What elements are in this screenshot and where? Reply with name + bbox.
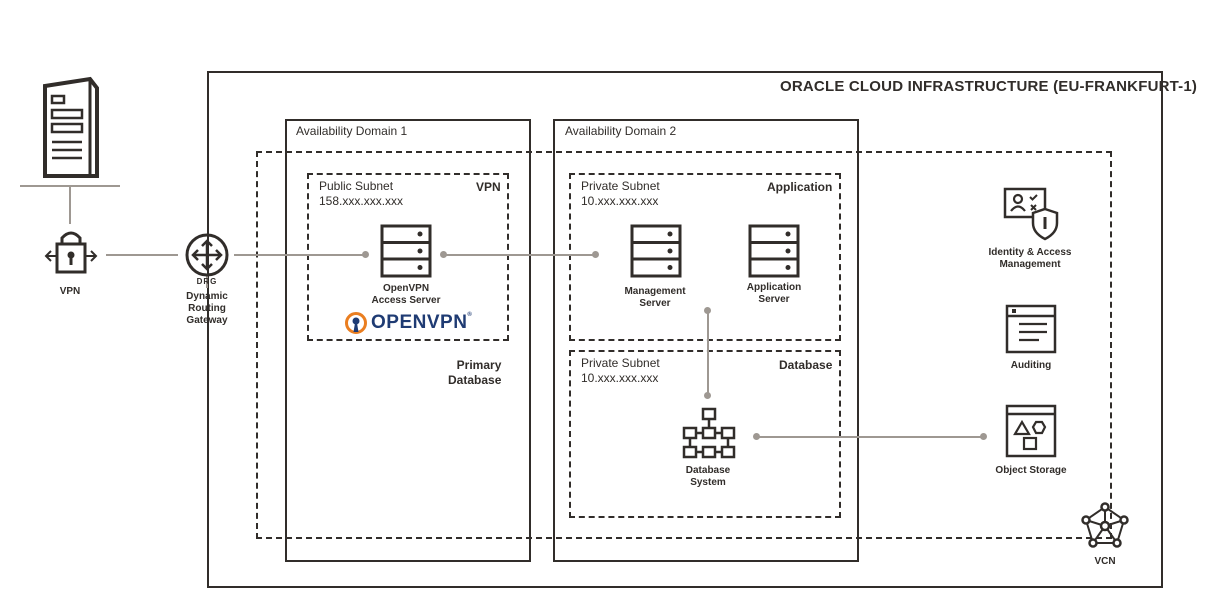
vcn-boundary — [256, 151, 1112, 539]
openvpn-server-line1: OpenVPN — [382, 283, 430, 294]
openvpn-server-line2: Access Server — [371, 295, 441, 306]
iam-label-line1: Identity & Access — [988, 247, 1072, 258]
application-subnet-name: Private Subnet — [581, 179, 660, 193]
database-subnet-name: Private Subnet — [581, 356, 660, 370]
database-subnet-cidr: 10.xxx.xxx.xxx — [581, 371, 659, 385]
primary-database-label: Primary Database — [448, 358, 501, 388]
vcn-label: VCN — [1094, 556, 1116, 567]
oci-region-boundary — [207, 71, 1163, 588]
database-top-endpoint — [704, 392, 711, 399]
availability-domain-1-title: Availability Domain 1 — [296, 124, 408, 138]
vcn-icon — [1081, 502, 1129, 548]
public-subnet-tag: VPN — [476, 180, 501, 194]
oci-region-title: ORACLE CLOUD INFRASTRUCTURE (EU-FRANKFUR… — [780, 78, 1198, 95]
openvpn-to-management-connector — [444, 254, 596, 256]
availability-domain-1 — [285, 119, 531, 562]
object-storage-icon — [1005, 404, 1057, 458]
drg-label-line3: Gateway — [186, 315, 228, 326]
drg-to-openvpn-connector — [234, 254, 365, 256]
openvpn-logo-text: OPENVPN® — [371, 312, 472, 334]
database-system-line2: System — [690, 477, 726, 488]
vpn-lock-icon — [44, 231, 98, 274]
database-right-endpoint — [753, 433, 760, 440]
application-subnet — [569, 173, 841, 341]
openvpn-right-endpoint — [440, 251, 447, 258]
iam-icon — [1003, 187, 1059, 241]
drg-router-icon — [185, 233, 229, 277]
openvpn-logo-icon — [345, 312, 367, 334]
application-server-line1: Application — [746, 282, 802, 293]
management-server-line2: Server — [639, 298, 671, 309]
openvpn-logo-word: OPENVPN — [371, 312, 468, 333]
database-to-object-storage-connector — [757, 436, 983, 438]
application-subnet-cidr: 10.xxx.xxx.xxx — [581, 194, 659, 208]
openvpn-logo-mark: ® — [467, 312, 473, 318]
drg-label: Dynamic Routing Gateway — [172, 291, 242, 327]
iam-label-line2: Management — [999, 259, 1061, 270]
database-system-line1: Database — [685, 465, 731, 476]
public-subnet — [307, 173, 509, 341]
object-storage-left-endpoint — [980, 433, 987, 440]
management-to-database-connector — [707, 310, 709, 396]
vpn-to-drg-connector — [106, 254, 178, 256]
drg-badge: DRG — [196, 277, 218, 286]
public-subnet-name: Public Subnet — [319, 179, 394, 193]
management-server-icon — [630, 224, 682, 278]
onprem-to-vpn-connector — [69, 186, 71, 224]
public-subnet-cidr: 158.xxx.xxx.xxx — [319, 194, 404, 208]
primary-database-line1: Primary — [456, 358, 502, 372]
object-storage-label: Object Storage — [995, 465, 1067, 476]
drg-label-line1: Dynamic — [186, 291, 228, 302]
management-bottom-endpoint — [704, 307, 711, 314]
availability-domain-2-title: Availability Domain 2 — [565, 124, 677, 138]
server-icon — [380, 224, 432, 278]
auditing-label: Auditing — [1010, 360, 1052, 371]
primary-database-line2: Database — [448, 373, 502, 387]
drg-label-line2: Routing — [188, 303, 226, 314]
application-server-icon — [748, 224, 800, 278]
database-subnet — [569, 350, 841, 518]
management-server-line1: Management — [624, 286, 686, 297]
application-server-line2: Server — [758, 294, 790, 305]
database-subnet-tag: Database — [779, 358, 833, 372]
database-system-label: Database System — [658, 465, 758, 489]
application-subnet-tag: Application — [767, 180, 833, 194]
drg-down-connector — [206, 274, 208, 288]
on-premises-server-icon — [20, 76, 120, 187]
management-server-label: Management Server — [605, 286, 705, 310]
management-left-endpoint — [592, 251, 599, 258]
vpn-label: VPN — [59, 286, 81, 297]
database-system-icon — [682, 407, 736, 459]
auditing-icon — [1005, 304, 1057, 354]
availability-domain-2 — [553, 119, 859, 562]
iam-label: Identity & Access Management — [970, 247, 1090, 271]
openvpn-server-label: OpenVPN Access Server — [356, 283, 456, 307]
application-server-label: Application Server — [724, 282, 824, 306]
openvpn-left-endpoint — [362, 251, 369, 258]
